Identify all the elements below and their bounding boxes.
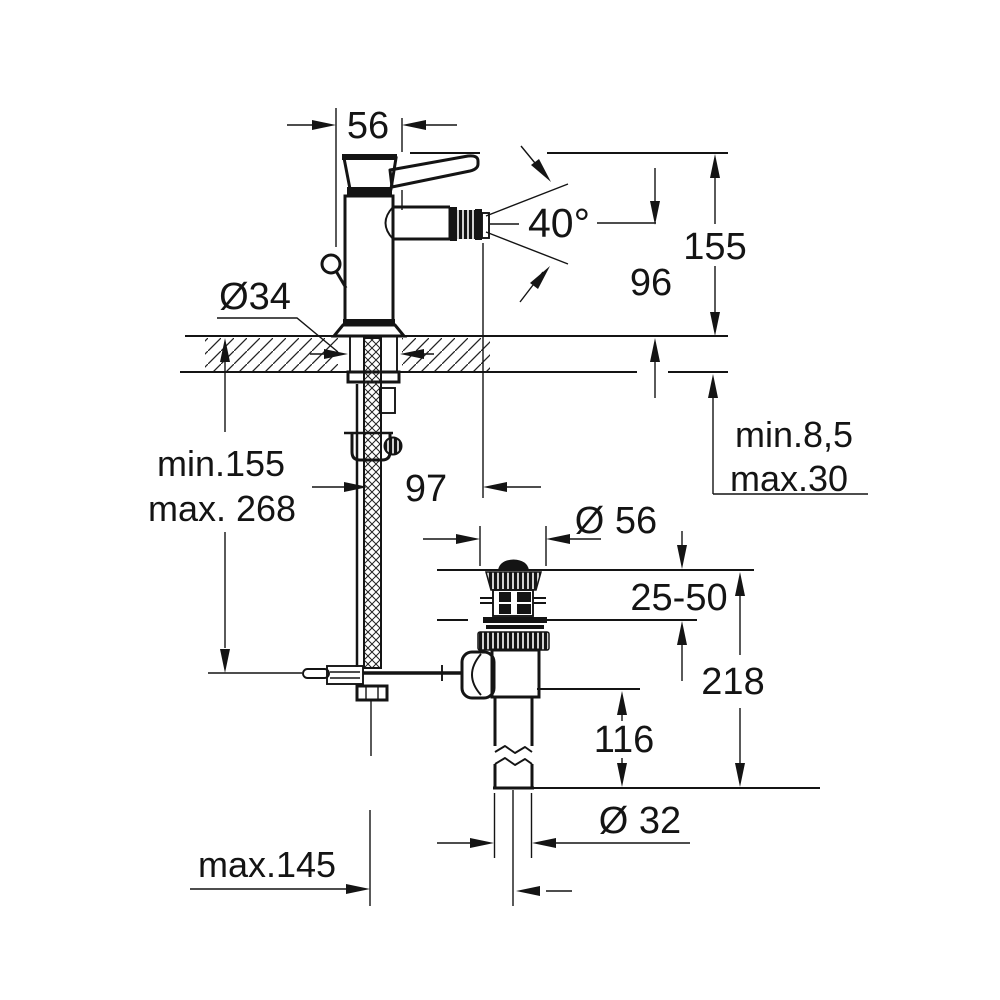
dim-deck-thickness: min.8,5 max.30 bbox=[708, 374, 868, 499]
dim-spout-reach: 97 bbox=[312, 468, 541, 510]
lever-handle bbox=[388, 154, 480, 189]
mounting-nut bbox=[477, 631, 550, 651]
dim-label-hose-min: min.155 bbox=[157, 443, 285, 484]
supply-hose-and-linkage bbox=[302, 337, 463, 756]
dim-label-total-height: 155 bbox=[683, 226, 746, 268]
ball-joint bbox=[460, 650, 496, 700]
dim-label-spout-height: 96 bbox=[630, 262, 672, 304]
dim-label-flange-diameter: Ø 56 bbox=[575, 500, 657, 542]
dim-waste-height: 218 bbox=[701, 572, 765, 787]
aerator-outlet bbox=[481, 212, 490, 239]
dim-label-tailpipe-length: 116 bbox=[594, 719, 655, 761]
dim-flange-diameter: Ø 56 bbox=[423, 500, 657, 566]
cap-bottom-ring bbox=[347, 187, 392, 195]
rod-bracket bbox=[350, 433, 392, 462]
braided-hose bbox=[363, 337, 382, 669]
dim-label-spout-reach: 97 bbox=[405, 468, 447, 510]
pipe-break bbox=[494, 745, 533, 766]
rod-end bbox=[302, 668, 330, 679]
cap-top-ring bbox=[342, 154, 397, 160]
dim-tailpipe-diameter: Ø 32 bbox=[437, 793, 690, 858]
dim-label-spray-angle: 40° bbox=[528, 200, 590, 246]
dim-label-deck-min: min.8,5 bbox=[735, 414, 853, 455]
dim-label-hole-diameter: Ø34 bbox=[219, 276, 291, 318]
dim-label-rod-reach: max.145 bbox=[198, 844, 336, 885]
adjuster-ball bbox=[383, 436, 403, 456]
dim-rod-reach: max.145 bbox=[190, 810, 572, 906]
dim-hole-diameter: Ø34 bbox=[217, 276, 434, 359]
waste-body bbox=[490, 648, 541, 699]
clevis bbox=[326, 665, 364, 685]
waste-flange bbox=[485, 571, 542, 591]
dim-spray-angle: 40° bbox=[485, 145, 656, 303]
dim-total-height: 155 bbox=[683, 154, 747, 336]
popup-knob bbox=[320, 253, 342, 275]
dim-label-hose-max: max. 268 bbox=[148, 488, 296, 529]
aerator-knurl bbox=[457, 210, 475, 239]
faucet-base bbox=[330, 323, 408, 338]
dim-label-deck-max: max.30 bbox=[730, 458, 848, 499]
aerator-ring bbox=[450, 207, 457, 241]
dim-label-tailpipe-diameter: Ø 32 bbox=[599, 800, 681, 842]
dim-label-waste-height: 218 bbox=[701, 661, 764, 703]
seal-washer bbox=[483, 617, 547, 623]
dim-label-basin-range: 25-50 bbox=[630, 577, 727, 619]
spout bbox=[393, 205, 452, 241]
popup-waste bbox=[460, 559, 550, 906]
dim-spout-height: 96 bbox=[630, 168, 672, 398]
dim-basin-thickness: 25-50 bbox=[630, 531, 728, 681]
dim-hose-length: min.155 max. 268 bbox=[148, 338, 302, 674]
shank-tab bbox=[379, 387, 396, 414]
cartridge-cap bbox=[342, 156, 398, 191]
dim-label-top-width: 56 bbox=[347, 105, 389, 147]
reference-lines bbox=[410, 152, 820, 789]
dim-top-width: 56 bbox=[287, 105, 457, 247]
bidet-mixer bbox=[320, 154, 490, 498]
plug-cap bbox=[498, 559, 529, 570]
dim-tailpipe-length: 116 bbox=[594, 691, 655, 787]
faucet-body bbox=[343, 194, 395, 324]
hose-nut bbox=[355, 684, 389, 702]
mounting-deck bbox=[180, 335, 728, 373]
